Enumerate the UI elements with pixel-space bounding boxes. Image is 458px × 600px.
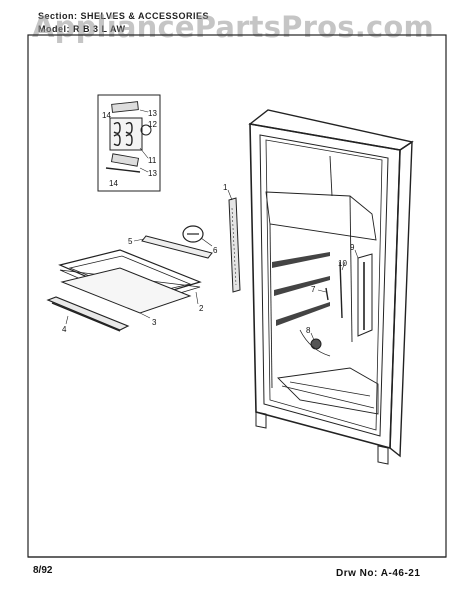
callout-14a: 14 — [102, 111, 111, 120]
inset-cap — [111, 101, 139, 113]
part-3-glass-shelf: 3 — [60, 267, 192, 327]
inset-box-door-parts: 14 13 12 11 13 14 — [97, 94, 161, 192]
callout-12: 12 — [148, 120, 157, 129]
model-label: Model: — [38, 24, 70, 34]
callout-10: 10 — [338, 259, 347, 268]
inset-bar — [110, 153, 140, 167]
inset-knob — [140, 124, 152, 136]
callout-1: 1 — [223, 183, 228, 192]
section-label: Section: — [38, 11, 78, 21]
refrigerator-cabinet: 9 10 7 8 — [248, 109, 414, 465]
drawing-number: Drw No: A-46-21 — [336, 568, 420, 579]
callout-8: 8 — [306, 326, 311, 335]
section-header: Section: SHELVES & ACCESSORIES — [38, 11, 209, 21]
callout-5: 5 — [128, 237, 133, 246]
callout-11: 11 — [148, 156, 157, 165]
page-frame — [27, 34, 447, 558]
part-1-strip: 1 — [223, 183, 241, 293]
callout-3: 3 — [152, 318, 157, 327]
drawing-label: Drw No: — [336, 568, 378, 579]
watermark: AppliancePartsPros.com — [32, 10, 434, 44]
callout-6: 6 — [213, 246, 218, 255]
section-value: SHELVES & ACCESSORIES — [80, 11, 210, 21]
callout-4: 4 — [62, 325, 67, 334]
callout-2: 2 — [199, 304, 204, 313]
part-6-disc: 6 — [182, 225, 218, 255]
model-header: Model: R B 3 L AW — [38, 24, 126, 34]
callout-9: 9 — [350, 243, 355, 252]
drawing-value: A-46-21 — [380, 568, 421, 579]
callout-13a: 13 — [148, 109, 157, 118]
callout-7: 7 — [311, 285, 316, 294]
part-5-bar: 5 — [128, 235, 213, 259]
callout-13b: 13 — [148, 169, 157, 178]
callout-14b: 14 — [109, 179, 118, 188]
part-4-shelf-trim: 4 — [46, 296, 130, 334]
revision-date: 8/92 — [33, 565, 53, 576]
model-value: R B 3 L AW — [73, 24, 126, 34]
